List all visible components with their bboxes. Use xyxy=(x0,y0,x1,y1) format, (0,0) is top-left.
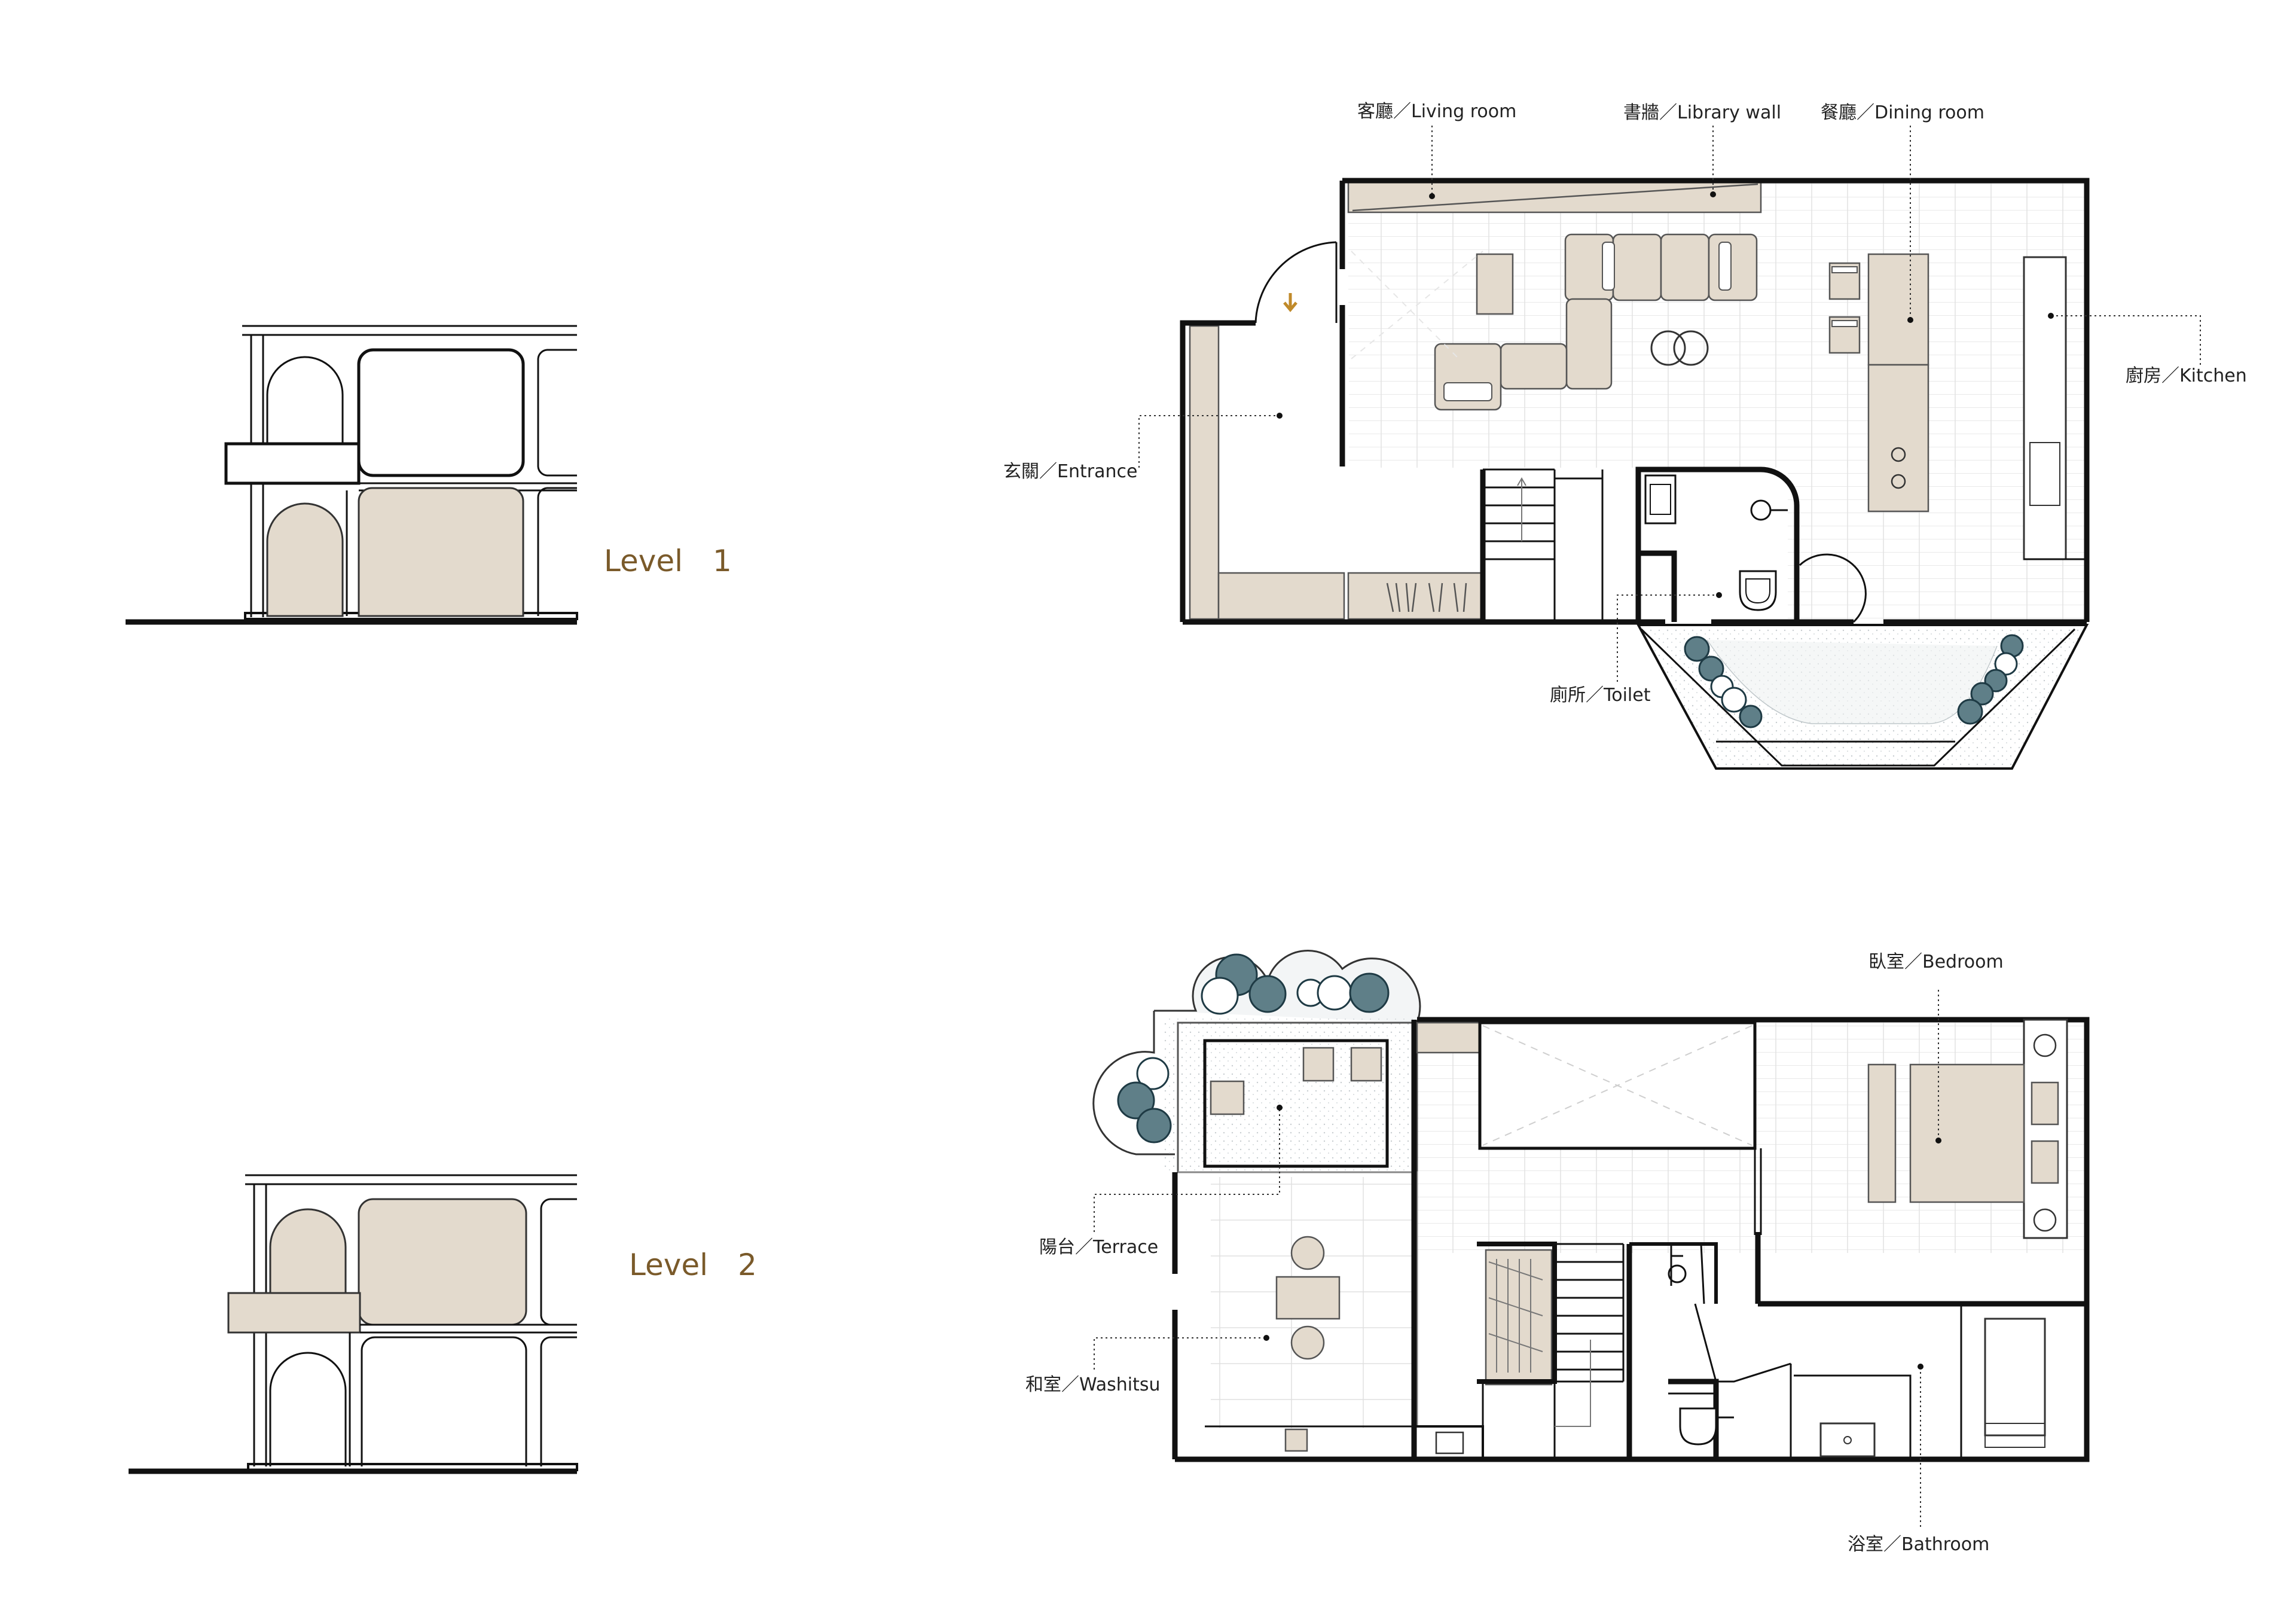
level-2-leaders xyxy=(1094,990,1941,1527)
level-2-label: Level 2 xyxy=(629,1248,757,1282)
label-washitsu: 和室／Washitsu xyxy=(1025,1374,1161,1395)
level-2-floor-plan xyxy=(1092,950,2090,1462)
level-1-leaders xyxy=(1138,126,2201,682)
elevation-level-2 xyxy=(129,1174,578,1474)
label-bathroom: 浴室／Bathroom xyxy=(1848,1534,1989,1555)
elevation-level-1 xyxy=(126,325,578,625)
label-toilet: 廁所／Toilet xyxy=(1550,685,1651,706)
label-entrance: 玄關／Entrance xyxy=(1003,461,1137,482)
label-kitchen: 廚房／Kitchen xyxy=(2126,365,2247,386)
level-1-floor-plan xyxy=(1180,178,2090,625)
label-bedroom: 臥室／Bedroom xyxy=(1868,952,2004,972)
label-dining-room: 餐廳／Dining room xyxy=(1821,102,1984,123)
label-library-wall: 書牆／Library wall xyxy=(1623,102,1781,123)
label-terrace: 陽台／Terrace xyxy=(1039,1237,1158,1258)
level-1-label: Level 1 xyxy=(604,544,732,578)
level-1-garden xyxy=(1636,624,2089,770)
label-living-room: 客廳／Living room xyxy=(1357,101,1516,122)
